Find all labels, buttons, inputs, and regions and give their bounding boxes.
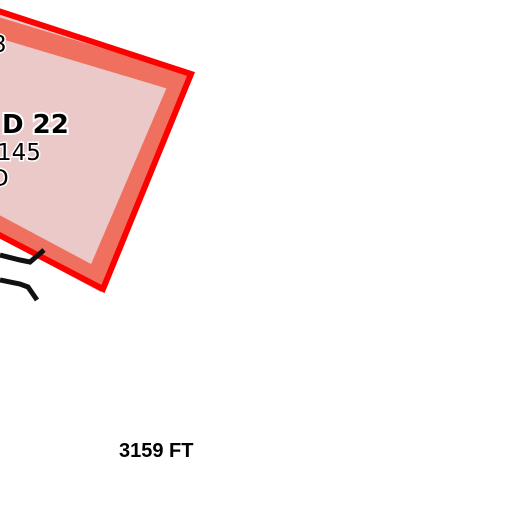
- area-altitude-label: 145: [0, 140, 41, 166]
- restricted-area-outline: [0, 8, 195, 294]
- area-top-label: 3: [0, 32, 7, 58]
- road-lower: [0, 277, 40, 302]
- restricted-area-inner-band: [0, 17, 194, 292]
- restricted-area[interactable]: [0, 5, 195, 294]
- elevation-label: 3159 FT: [119, 440, 193, 462]
- area-name-label: D 22: [2, 110, 69, 140]
- road-upper: [0, 248, 46, 265]
- area-floor-label: D: [0, 166, 9, 192]
